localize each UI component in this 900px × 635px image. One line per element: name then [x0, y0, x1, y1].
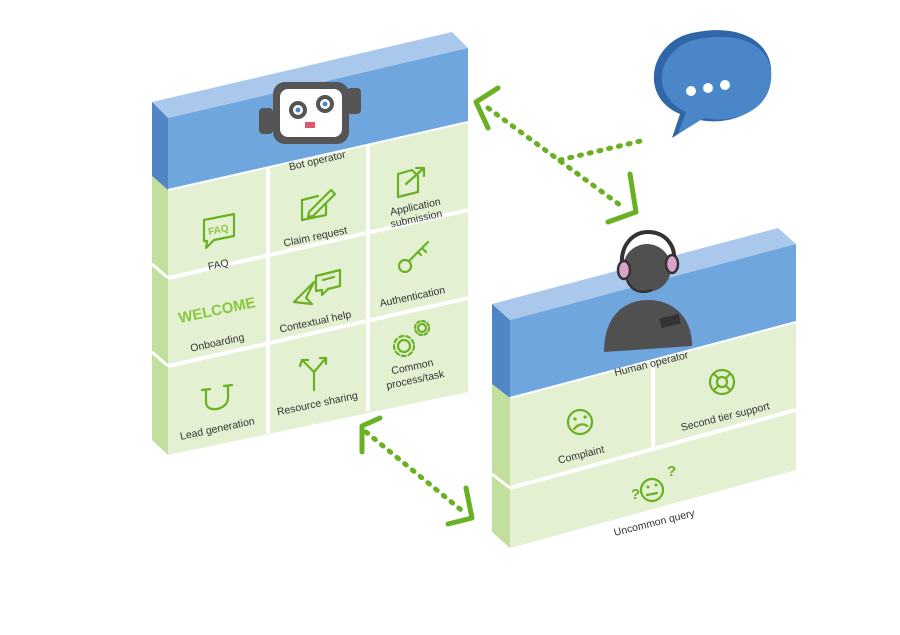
pencil-edit-icon	[300, 188, 337, 222]
document-send-icon	[396, 166, 426, 199]
cursor-chat-icon	[292, 268, 342, 306]
magnet-icon	[200, 383, 234, 411]
headset-person-icon	[604, 229, 692, 352]
bot-human-top-arrow	[473, 85, 639, 225]
bubble-to-arrow-dotted-line	[557, 137, 648, 163]
lifebuoy-icon	[708, 368, 736, 396]
robot-head-icon	[259, 82, 361, 144]
faq-bubble-icon: FAQ	[202, 212, 236, 250]
sad-face-icon	[566, 408, 594, 436]
gears-icon	[392, 319, 431, 358]
confused-face-icon: ? ?	[631, 463, 676, 503]
tile-label-faq: FAQ	[207, 257, 230, 273]
svg-text:?: ?	[667, 463, 676, 480]
faq-badge-text: FAQ	[207, 223, 230, 238]
svg-text:?: ?	[631, 486, 640, 503]
split-arrow-icon	[298, 356, 328, 392]
bot-human-bottom-arrow	[359, 415, 475, 527]
key-icon	[397, 240, 430, 274]
speech-bubble-icon	[653, 30, 772, 138]
